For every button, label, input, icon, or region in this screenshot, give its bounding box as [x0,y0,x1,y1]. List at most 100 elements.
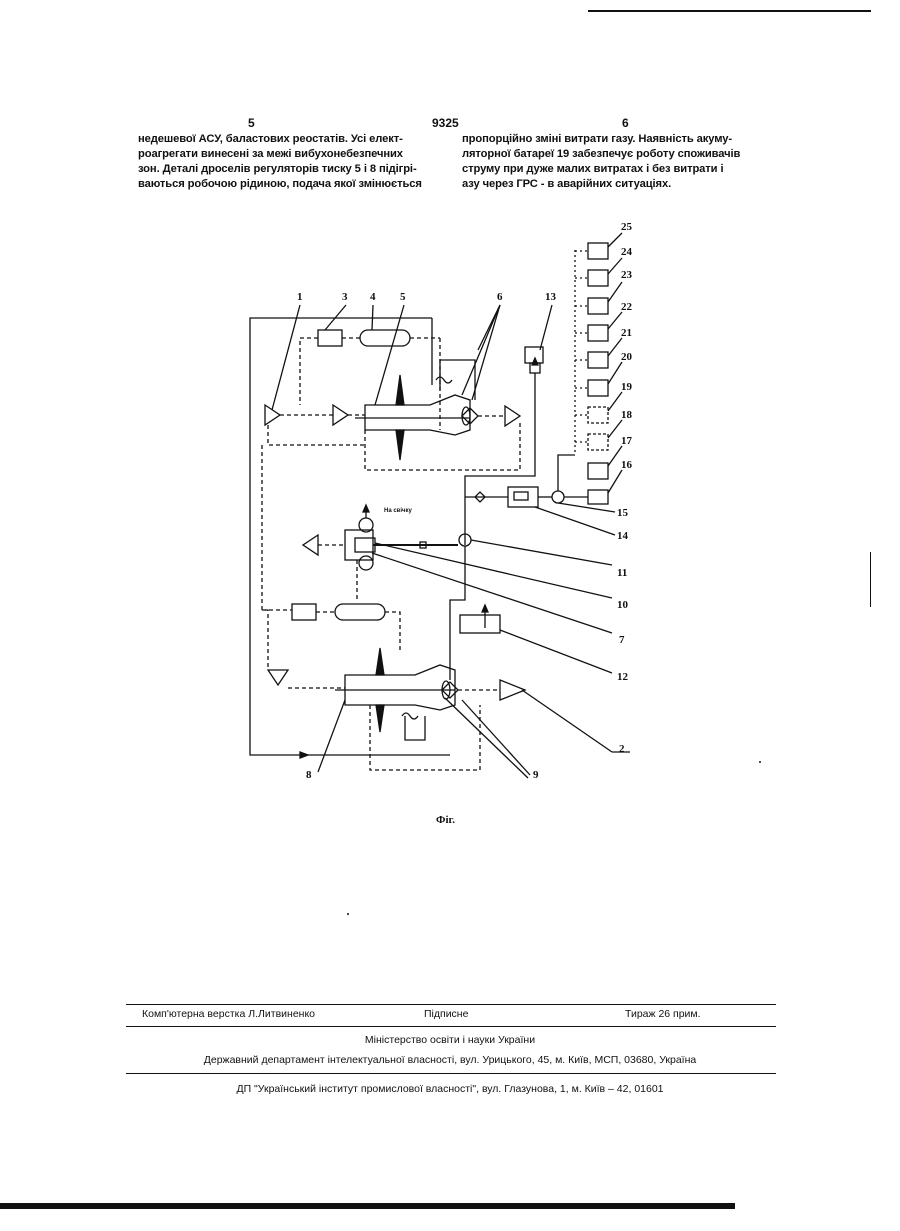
regulator-5-body [365,395,470,435]
dash-line [262,445,268,670]
amplifier [505,406,520,426]
figure-label: 10 [617,599,629,611]
label-leader [522,690,612,752]
rotor-blade [396,430,404,460]
label-leader [372,305,373,330]
label-leader [540,305,552,350]
label-leader [462,700,530,775]
figure-label: 19 [621,381,633,393]
label-leader [535,507,615,535]
small-label: На свічку [384,508,413,514]
footer-rule [126,1004,776,1005]
label-leader [472,305,500,400]
unit-inner [355,538,375,552]
department-line: Державний департамент інтелектуальної вл… [0,1054,900,1066]
label-leader [608,362,622,384]
block-lower [292,604,316,620]
dash-line [365,420,520,470]
label-leader [608,282,622,302]
label-leader [608,338,622,356]
figure-label: 13 [545,291,557,303]
label-leader [608,392,622,411]
figure-label: 16 [621,459,633,471]
figure-label: 12 [617,671,629,683]
flow-arrow [363,505,369,512]
scan-dot [759,761,761,763]
unit-body [345,530,373,560]
block-17 [588,463,608,479]
footer-rule [126,1026,776,1027]
figure-label: 3 [342,291,348,303]
figure-label: 21 [621,327,632,339]
figure-label: 11 [617,567,627,579]
figure-label: 20 [621,351,633,363]
block-14 [508,487,538,507]
regulator-8-body [345,665,455,710]
label-leader [608,446,622,466]
label-leader [272,305,300,410]
dash-line [300,338,318,405]
block-24 [588,270,608,286]
figure-label: 6 [497,291,503,303]
figure-label: 2 [619,743,625,755]
block-22 [588,325,608,341]
rotor-blade [396,375,404,405]
pump-15 [552,491,564,503]
rotor-blade [376,648,384,675]
figure-label: 7 [619,634,625,646]
figure-label: 5 [400,291,406,303]
connection-line [450,546,465,630]
scan-dot [347,913,349,915]
label-leader [500,630,612,673]
label-leader [318,700,345,772]
figure-label: 8 [306,769,312,781]
figure-label: 23 [621,269,633,281]
signed-note: Підписне [424,1008,468,1020]
figure-label: 9 [533,769,539,781]
connection-line [405,716,425,740]
connection-line [440,360,475,400]
figure-label: 22 [621,301,633,313]
rotor-blade [376,705,384,732]
block-21 [588,352,608,368]
circulation-note: Тираж 26 прим. [625,1008,701,1020]
block-25 [588,243,608,259]
label-leader [608,420,622,438]
label-leader [375,543,612,598]
label-leader [372,553,612,633]
figure-label: 24 [621,246,633,258]
figure-label: 18 [621,409,633,421]
block-14-inner [514,492,528,500]
label-leader [608,312,622,329]
tank-lower [335,604,385,620]
layout-credit: Комп'ютерна верстка Л.Литвиненко [142,1008,315,1020]
figure-label: 14 [617,530,629,542]
figure-caption: Фіг. [436,814,455,826]
label-leader [462,305,500,395]
figure-label: 25 [621,221,633,233]
figure-label: 4 [370,291,376,303]
block-3 [318,330,342,346]
ministry-line: Міністерство освіти і науки України [0,1034,900,1046]
flow-arrow [482,605,488,612]
figure-label: 1 [297,291,303,303]
figure-label: 15 [617,507,629,519]
footer-rule [126,1073,776,1074]
amplifier [333,405,348,425]
coil [436,377,452,383]
dash-line [385,612,400,650]
amplifier [303,535,318,555]
flow-arrow [300,752,308,758]
block-19 [588,407,608,423]
amplifier [500,680,525,700]
block-23 [588,298,608,314]
label-leader [608,258,622,274]
amplifier [268,670,288,685]
label-leader [608,470,622,493]
label-leader [445,698,528,778]
label-leader [608,233,622,247]
block-18 [588,434,608,450]
roller [359,556,373,570]
tank-4 [360,330,410,346]
